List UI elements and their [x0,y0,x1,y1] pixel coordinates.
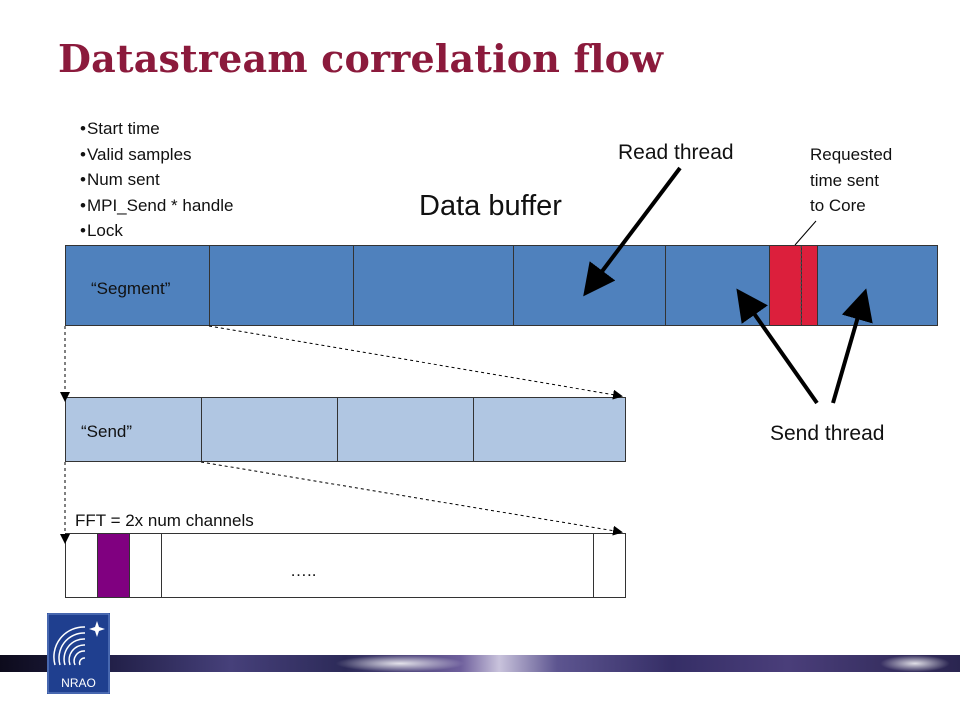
send-segment [337,397,474,462]
segment-to-send-connector [208,325,623,400]
footer-glow [335,655,465,672]
fft-channel [65,533,98,598]
read-thread-arrow [583,166,682,297]
bullet-item: Start time [80,116,233,142]
nrao-logo: NRAO [47,613,110,694]
buffer-segment [353,245,514,326]
requested-time-block [769,245,802,326]
requested-time-block [801,245,818,326]
fft-channels-middle [161,533,594,598]
fft-label: FFT = 2x num channels [75,511,254,530]
bullet-item: Lock [80,218,233,244]
requested-time-pointer [794,220,817,246]
data-buffer-label: Data buffer [419,190,562,222]
segment-fields-list: Start time Valid samples Num sent MPI_Se… [80,116,234,244]
bullet-item: MPI_Send * handle [80,193,234,219]
bullet-item: Valid samples [80,142,233,168]
segment-label: “Segment” [91,279,171,298]
requested-time-line: to Core [810,196,866,215]
requested-time-label: Requested time sent to Core [810,142,892,219]
requested-time-line: Requested [810,145,893,164]
footer-glow [880,655,950,672]
send-to-fft-connector [200,461,623,536]
send-segment [65,397,202,462]
fft-channel [593,533,626,598]
logo-text: NRAO [61,676,96,690]
send-segment [473,397,626,462]
send-thread-arrow [736,288,819,405]
requested-time-line: time sent [810,170,879,190]
read-thread-label: Read thread [618,141,734,164]
fft-channel [129,533,162,598]
fft-ellipsis: ….. [290,561,317,580]
send-thread-label: Send thread [770,422,885,445]
send-segment [201,397,338,462]
send-label: “Send” [81,422,133,441]
send-thread-arrow [831,288,873,404]
slide-title: Datastream correlation flow [58,36,664,81]
nrao-logo-icon: NRAO [47,613,110,694]
footer-starfield-band [0,655,960,672]
bullet-item: Num sent [80,167,233,193]
